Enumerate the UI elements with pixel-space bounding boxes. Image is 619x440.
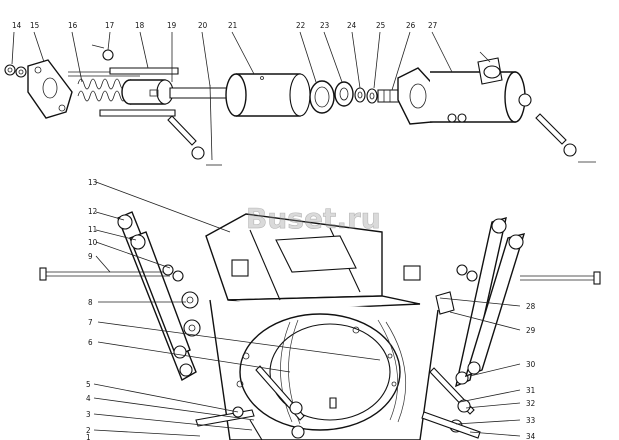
callout-9: 9 xyxy=(88,252,93,261)
washer-23 xyxy=(334,81,354,107)
callout-15: 15 xyxy=(30,21,39,30)
callout-17: 17 xyxy=(105,21,114,30)
callout-32: 32 xyxy=(526,399,535,408)
lower-right-pins xyxy=(421,367,481,439)
callout-26: 26 xyxy=(406,21,416,30)
left-bushings xyxy=(162,264,201,337)
callout-3: 3 xyxy=(86,410,91,419)
pin-right xyxy=(479,51,596,163)
callout-1: 1 xyxy=(86,433,91,440)
callout-24: 24 xyxy=(347,21,357,30)
callout-28: 28 xyxy=(526,302,536,311)
callout-30: 30 xyxy=(526,360,536,369)
right-link-arms xyxy=(435,217,601,388)
pin-20 xyxy=(167,84,222,166)
callout-21: 21 xyxy=(228,21,237,30)
nut-part-14 xyxy=(4,64,27,78)
main-frame-assembly xyxy=(39,211,601,440)
callout-34: 34 xyxy=(526,432,536,440)
callout-8: 8 xyxy=(88,298,93,307)
callout-29: 29 xyxy=(526,326,536,335)
seal-ring-22 xyxy=(309,80,335,114)
callout-14: 14 xyxy=(12,21,22,30)
callout-27: 27 xyxy=(428,21,437,30)
callout-33: 33 xyxy=(526,416,535,425)
tie-rod-18 xyxy=(99,67,179,117)
piston-19 xyxy=(121,79,233,105)
callout-5: 5 xyxy=(86,380,91,389)
cylinder-housing-27 xyxy=(397,57,532,125)
nut-25 xyxy=(366,88,378,104)
flange-plate-15 xyxy=(27,59,73,119)
callout-19: 19 xyxy=(167,21,177,30)
washer-24 xyxy=(354,87,366,103)
callout-16: 16 xyxy=(68,21,78,30)
callout-12: 12 xyxy=(88,207,97,216)
lower-left-pins xyxy=(195,365,337,440)
callout-18: 18 xyxy=(135,21,145,30)
callout-13: 13 xyxy=(88,178,97,187)
leader-lines xyxy=(11,31,521,437)
top-exploded-row xyxy=(4,44,596,166)
drum-body xyxy=(209,299,439,440)
callout-31: 31 xyxy=(526,386,535,395)
callout-7: 7 xyxy=(88,318,93,327)
bolt-17 xyxy=(91,44,114,61)
callout-20: 20 xyxy=(198,21,208,30)
callout-4: 4 xyxy=(86,394,91,403)
callout-23: 23 xyxy=(320,21,329,30)
callout-10: 10 xyxy=(88,238,98,247)
cylinder-tube-21 xyxy=(225,73,311,117)
callout-6: 6 xyxy=(88,338,93,347)
callout-2: 2 xyxy=(86,426,91,435)
callout-25: 25 xyxy=(376,21,385,30)
callout-22: 22 xyxy=(296,21,305,30)
watermark-text: Buset.ru xyxy=(246,202,381,235)
callout-11: 11 xyxy=(88,225,97,234)
left-link-arms xyxy=(39,211,197,382)
callout-labels: 14 15 16 17 18 19 20 21 22 23 24 25 26 2… xyxy=(12,21,536,440)
